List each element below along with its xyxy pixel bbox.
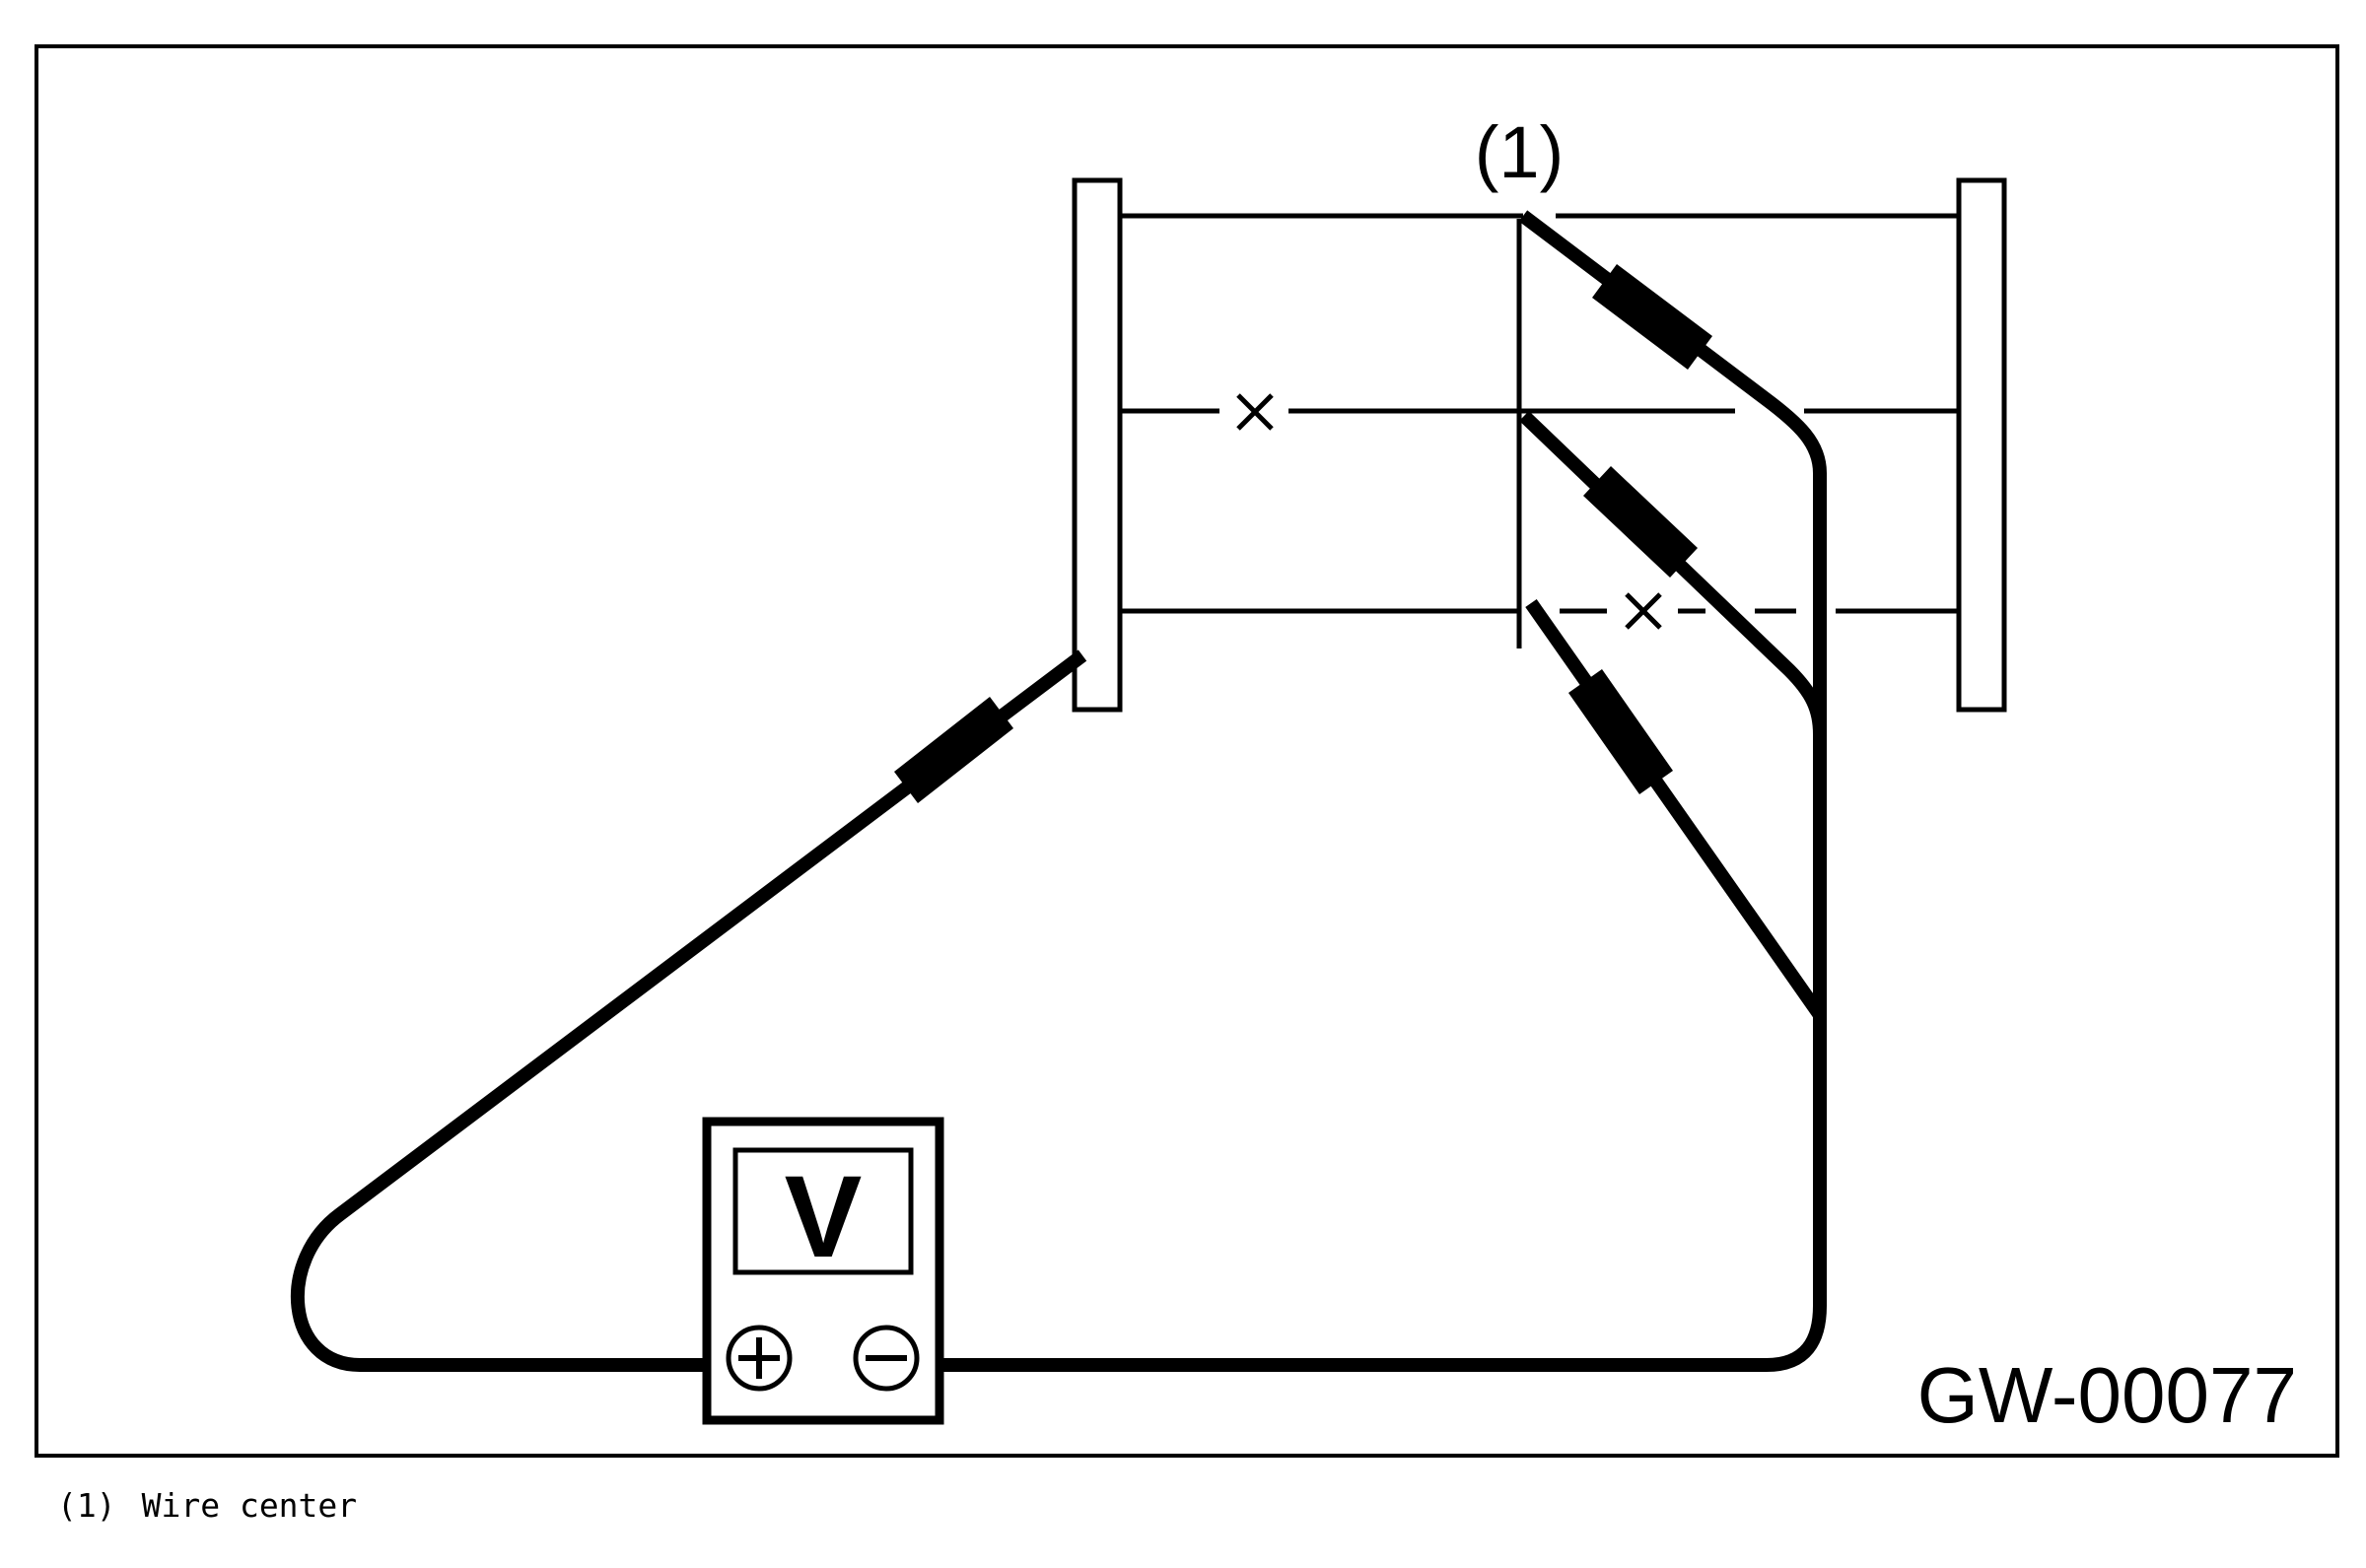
positive-terminal-icon (726, 1325, 793, 1392)
probe-branch-middle (1519, 410, 1827, 788)
voltmeter-symbol: V (785, 1152, 863, 1282)
figure-frame (35, 44, 2339, 1458)
voltmeter: V (702, 1117, 944, 1425)
probe-tip-positive (894, 697, 1013, 803)
right-connector (1956, 177, 2007, 713)
negative-test-lead (932, 210, 1827, 1372)
break-marker-middle (1236, 393, 1274, 431)
break-marker-bottom (1625, 592, 1662, 630)
test-leads (291, 210, 1827, 1372)
figure-code: GW-00077 (1917, 1351, 2297, 1439)
positive-test-lead (291, 649, 1087, 1372)
legend-item: (1) Wire center (57, 1486, 357, 1525)
probe-tip-top (1592, 264, 1712, 370)
left-connector (1072, 177, 1123, 713)
voltmeter-display (732, 1147, 914, 1275)
legend-text: Wire center (141, 1486, 358, 1525)
probe-tips (894, 264, 1712, 803)
break-markers (1236, 393, 1662, 630)
harness-wires (1120, 213, 1959, 648)
negative-terminal-icon (853, 1325, 920, 1392)
probe-tip-middle (1583, 466, 1698, 578)
legend-number: (1) (57, 1486, 116, 1525)
probe-branch-bottom (1525, 598, 1826, 1020)
probe-tip-bottom (1568, 669, 1673, 794)
wire-center-callout: (1) (1475, 111, 1564, 193)
